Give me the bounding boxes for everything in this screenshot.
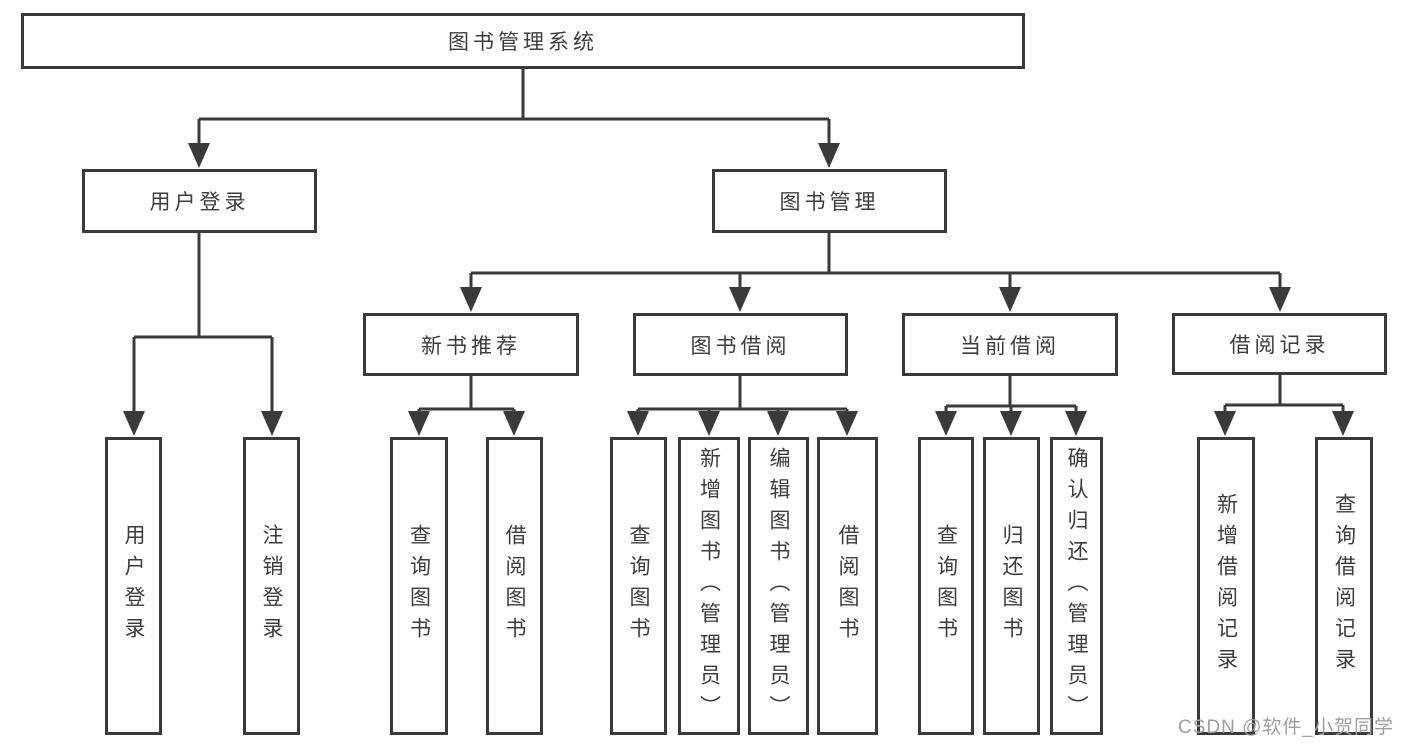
leaf-borrow-add-books-admin: 新增图书（管理员）	[678, 437, 740, 735]
leaf-recommend-borrow-books: 借阅图书	[486, 437, 543, 735]
csdn-watermark: CSDN @软件_小贺同学	[1178, 717, 1394, 738]
leaf-records-query-record: 查询借阅记录	[1315, 437, 1373, 735]
leaf-current-confirm-return-admin: 确认归还（管理员）	[1050, 437, 1103, 735]
leaf-user-login: 用户登录	[105, 437, 162, 735]
leaf-records-add-record: 新增借阅记录	[1197, 437, 1255, 735]
node-user-login: 用户登录	[82, 169, 317, 233]
leaf-logout: 注销登录	[243, 437, 300, 735]
leaf-borrow-edit-books-admin: 编辑图书（管理员）	[748, 437, 809, 735]
leaf-current-return-books: 归还图书	[983, 437, 1040, 735]
node-book-borrow: 图书借阅	[633, 313, 848, 376]
leaf-borrow-borrow-books: 借阅图书	[817, 437, 878, 735]
node-new-book-recommend: 新书推荐	[363, 313, 579, 376]
leaf-current-query-books: 查询图书	[918, 437, 974, 735]
node-current-borrow: 当前借阅	[902, 313, 1118, 376]
leaf-recommend-query-books: 查询图书	[390, 437, 448, 735]
node-borrow-records: 借阅记录	[1172, 313, 1387, 375]
leaf-borrow-query-books: 查询图书	[610, 437, 667, 735]
node-book-management: 图书管理	[712, 169, 947, 233]
node-root-system: 图书管理系统	[21, 13, 1025, 69]
